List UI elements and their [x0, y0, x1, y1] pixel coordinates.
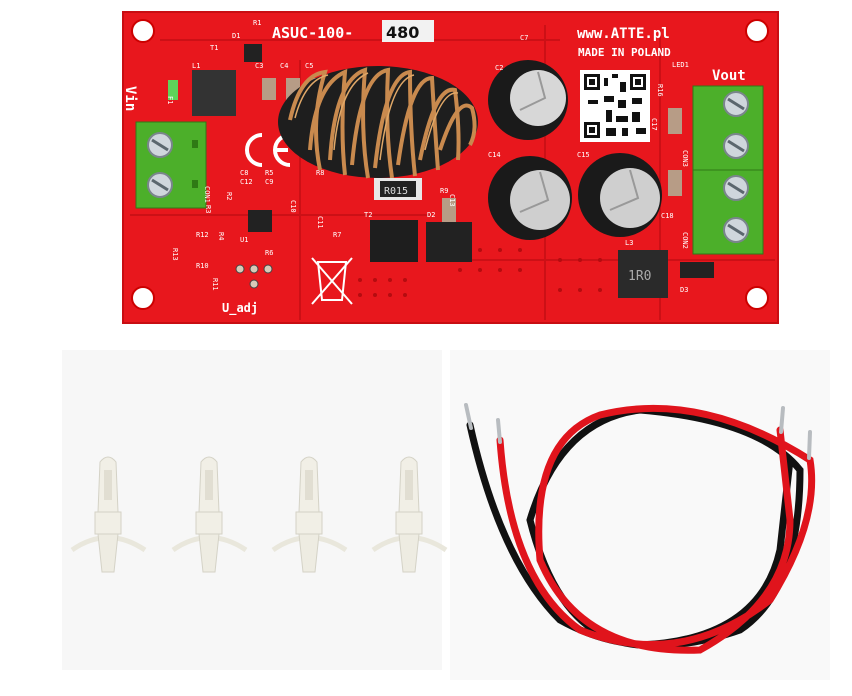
component-label: R6 — [265, 249, 273, 257]
standoffs-background — [62, 350, 442, 670]
pcb-board: ASUC-100- 480 www.ATTE.pl MADE IN POLAND… — [122, 11, 779, 324]
component-label: C11 — [316, 216, 324, 229]
component-label: C8 — [240, 169, 248, 177]
inductor-l1 — [192, 70, 236, 116]
model-suffix-handwritten: 480 — [386, 23, 419, 42]
component-label: L3 — [625, 239, 633, 247]
component-label: R11 — [211, 278, 219, 291]
component-label: R1 — [253, 19, 261, 27]
capacitor-c14 — [488, 156, 572, 240]
component-label: R9 — [440, 187, 448, 195]
connection-wires — [464, 403, 816, 654]
component-label: LED1 — [672, 61, 689, 69]
uadj-label: U_adj — [222, 301, 258, 316]
component-label: C12 — [240, 178, 253, 186]
component-label: C2 — [495, 64, 503, 72]
qr-code — [580, 70, 650, 142]
mounting-hole — [131, 19, 769, 310]
component-label: L1 — [192, 62, 200, 70]
component-label: R7 — [333, 231, 341, 239]
fuse-f1 — [168, 80, 178, 100]
inductor-l3 — [618, 250, 668, 298]
shunt-resistor: R015 — [384, 186, 408, 197]
component-label: C4 — [280, 62, 288, 70]
component-label: C13 — [448, 194, 456, 207]
origin-label: MADE IN POLAND — [578, 46, 671, 59]
capacitor-c15 — [578, 153, 662, 237]
model-label: ASUC-100- — [272, 24, 353, 42]
component-label: T2 — [364, 211, 372, 219]
component-label: R13 — [171, 248, 179, 261]
component-label: T1 — [210, 44, 218, 52]
component-label: C3 — [255, 62, 263, 70]
component-label: C14 — [488, 151, 501, 159]
vin-label: Vin — [122, 86, 138, 111]
plastic-standoffs — [70, 456, 446, 573]
component-label: C17 — [650, 118, 658, 131]
component-label: R8 — [316, 169, 324, 177]
capacitor-c2 — [488, 60, 568, 140]
toroidal-inductor — [278, 66, 478, 179]
component-label: F1 — [166, 96, 174, 104]
diode-d2 — [426, 222, 472, 262]
component-label: C15 — [577, 151, 590, 159]
component-label: CON1 — [203, 186, 211, 203]
component-label: C7 — [520, 34, 528, 42]
component-label: R4 — [217, 232, 225, 240]
component-label: C5 — [305, 62, 313, 70]
component-label: C10 — [289, 200, 297, 213]
vout-terminal-block — [692, 85, 764, 255]
component-label: C18 — [661, 212, 674, 220]
inductor-marking: 1R0 — [628, 269, 651, 284]
ic-u1 — [248, 210, 272, 232]
component-label: R12 — [196, 231, 209, 239]
component-label: C9 — [265, 178, 273, 186]
component-label: U1 — [240, 236, 248, 244]
vout-label: Vout — [712, 68, 746, 84]
component-label: R10 — [196, 262, 209, 270]
component-label: CON3 — [681, 150, 689, 167]
wires-background — [450, 350, 830, 680]
component-label: R2 — [225, 192, 233, 200]
component-label: R3 — [204, 205, 212, 213]
component-label: D1 — [232, 32, 240, 40]
component-label: CON2 — [681, 232, 689, 249]
component-label: R5 — [265, 169, 273, 177]
component-label: D2 — [427, 211, 435, 219]
diode-d3 — [680, 262, 714, 278]
standoff — [70, 456, 147, 573]
transistor-t2 — [370, 220, 418, 262]
website-label: www.ATTE.pl — [577, 26, 670, 42]
weee-bin-icon — [311, 257, 353, 305]
vin-terminal-block — [135, 121, 207, 209]
component-label: R16 — [656, 84, 664, 97]
component-label: D3 — [680, 286, 688, 294]
